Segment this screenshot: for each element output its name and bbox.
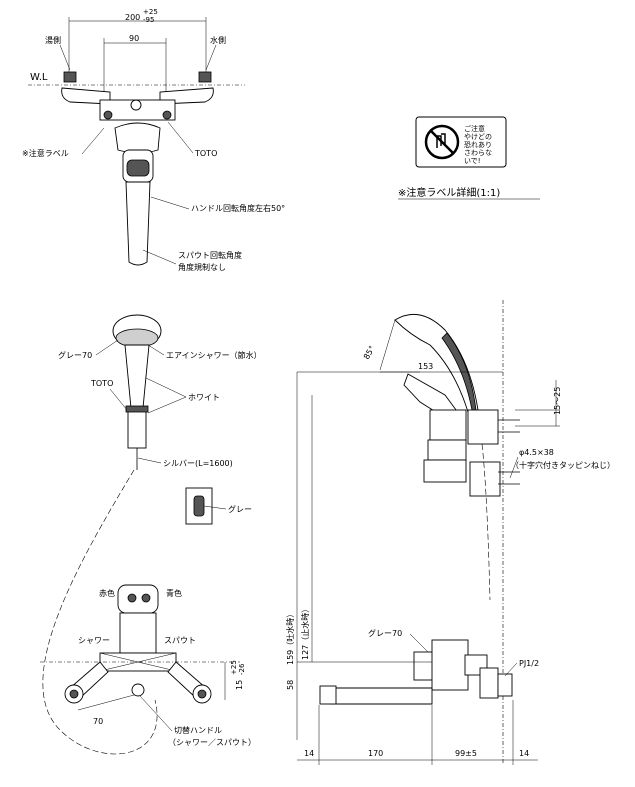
switch-handle-label-2: （シャワー／スパウト） [168, 738, 256, 747]
handle-rotation-label: ハンドル回転角度左右50° [191, 203, 285, 213]
dim-170-label: 170 [368, 749, 383, 758]
switch-handle-label-1: 切替ハンドル [174, 725, 222, 735]
side-view: 85° 153 15～25 φ4.5×38 （十字穴付きタッピンねじ） 159（… [285, 300, 615, 765]
dim-127-label: 127（止水時） [300, 605, 310, 660]
dim-14-right-label: 14 [519, 749, 529, 758]
dim-15-tol-minus: -26 [238, 663, 246, 675]
angle-85-label: 85° [362, 344, 377, 361]
bottom-front-view: 赤色 青色 シャワー スパウト 70 15 +25 -26 切替ハンドル （シャ… [40, 584, 256, 747]
caution-text-3: 恐れあり [464, 141, 492, 149]
caution-text-5: いで! [464, 157, 481, 165]
dim-15-label: 15 [235, 680, 244, 690]
dim-99-label: 99±5 [455, 749, 477, 758]
dim-159-label: 159（吐水時） [285, 610, 295, 665]
caution-label-note: ※注意ラベル [22, 148, 69, 158]
gray-70-label: グレー70 [58, 350, 92, 360]
dim-90: 90 [129, 34, 139, 43]
toto-brand-shower: TOTO [90, 379, 113, 388]
toto-brand-top: TOTO [194, 149, 217, 158]
dim-70-label: 70 [93, 717, 103, 726]
screw-desc-label: （十字穴付きタッピンねじ） [511, 460, 615, 470]
blue-label: 青色 [166, 588, 182, 598]
caution-label-detail: ご注意 やけどの 恐れあり さわらな いで! ※注意ラベル詳細(1:1) [398, 116, 540, 200]
cold-side-label: 水側 [210, 35, 226, 45]
white-label: ホワイト [188, 393, 220, 402]
dim-58-label: 58 [286, 680, 295, 690]
shower-assembly: グレー70 エアインシャワー（節水） TOTO ホワイト シルバー(L=1600… [42, 314, 262, 755]
top-view: 200 +25 -95 90 湯側 水側 W.L ※注意ラベル TOTO [22, 8, 285, 272]
shower-label: シャワー [78, 636, 110, 645]
water-line-label: W.L [30, 72, 48, 83]
gray-label: グレー [228, 504, 252, 514]
dim-200-tol-plus: +25 [143, 8, 158, 16]
air-in-shower-label: エアインシャワー（節水） [166, 350, 262, 360]
caution-text-4: さわらな [464, 149, 492, 157]
red-label: 赤色 [99, 588, 115, 598]
caution-detail-caption: ※注意ラベル詳細(1:1) [398, 186, 500, 199]
dim-153-label: 153 [418, 362, 433, 371]
hot-side-label: 湯側 [45, 35, 61, 45]
dim-15-25-label: 15～25 [553, 387, 562, 415]
spout-rotation-label-2: 角度規制なし [178, 262, 226, 272]
caution-text-2: やけどの [464, 133, 492, 141]
dim-15-tol-plus: +25 [230, 660, 238, 675]
screw-size-label: φ4.5×38 [519, 448, 554, 457]
dim-14-left-label: 14 [304, 749, 314, 758]
caution-text-1: ご注意 [464, 124, 485, 133]
pj-label: PJ1/2 [519, 659, 539, 668]
spout-label: スパウト [164, 636, 196, 645]
dim-200-tol-minus: -95 [143, 16, 154, 24]
gray-70-side-label: グレー70 [368, 628, 402, 638]
dim-200: 200 [125, 13, 140, 22]
silver-hose-label: シルバー(L=1600) [163, 459, 233, 468]
spout-rotation-label-1: スパウト回転角度 [178, 250, 242, 260]
